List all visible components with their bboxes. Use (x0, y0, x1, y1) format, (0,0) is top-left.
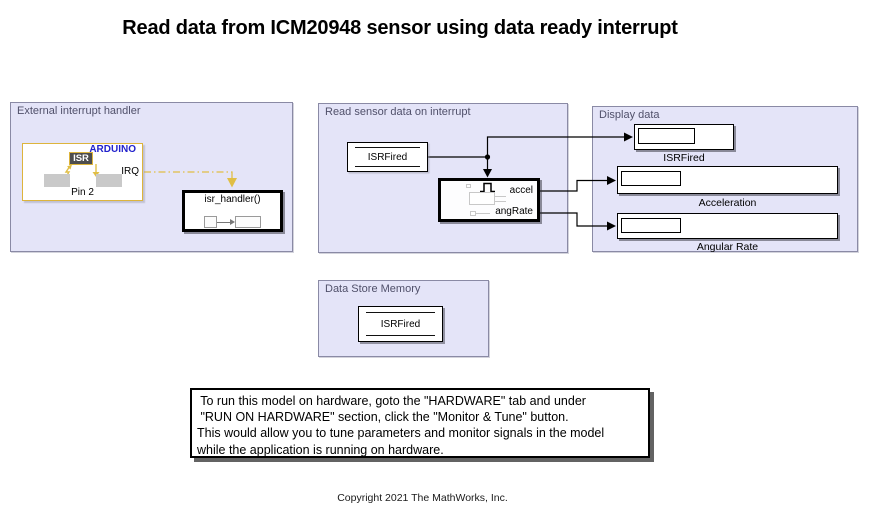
display-value-field (621, 218, 681, 233)
subsystem-icon (217, 221, 232, 223)
subsystem-icon (495, 201, 506, 202)
accel-output-port-label: accel (509, 185, 533, 196)
display-block-angular-rate[interactable] (617, 213, 838, 239)
note-line: This would allow you to tune parameters … (197, 426, 605, 441)
note-line: while the application is running on hard… (197, 442, 444, 457)
data-store-read-block[interactable]: ISRFired (347, 142, 428, 172)
copyright-annotation: Copyright 2021 The MathWorks, Inc. (337, 492, 508, 504)
pin-number-label: Pin 2 (71, 187, 94, 198)
wire-angrate-to-display (540, 212, 607, 227)
data-store-line (355, 166, 420, 167)
arrowhead-function-call (227, 178, 237, 188)
arrowhead (607, 221, 616, 231)
irq-port-label: IRQ (121, 166, 139, 177)
note-line: "RUN ON HARDWARE" section, click the "Mo… (197, 410, 569, 425)
data-store-line (355, 147, 420, 148)
subsystem-icon (470, 211, 476, 216)
subsystem-icon (495, 196, 506, 197)
wire-branch-to-isrfired-display (486, 136, 624, 157)
subsystem-icon (469, 192, 495, 205)
wire-irq-function-call (144, 171, 233, 178)
data-store-read-label: ISRFired (367, 151, 408, 163)
data-store-memory-label: ISRFired (380, 318, 421, 330)
note-line: To run this model on hardware, goto the … (197, 394, 586, 408)
isr-handler-subsystem-block[interactable]: isr_handler() (182, 190, 283, 232)
area-label: Read sensor data on interrupt (325, 106, 471, 118)
arduino-external-interrupt-block[interactable]: ARDUINO ISR Pin 2 IRQ (22, 143, 143, 201)
subsystem-icon (204, 216, 217, 228)
arduino-brand-label: ARDUINO (89, 144, 136, 155)
data-store-line (366, 312, 435, 313)
hardware-instructions-annotation[interactable]: To run this model on hardware, goto the … (190, 388, 650, 458)
display-value-field (621, 171, 681, 186)
area-label: Data Store Memory (325, 283, 421, 295)
area-label: External interrupt handler (17, 105, 141, 117)
isr-handler-label: isr_handler() (204, 194, 261, 205)
trigger-pulse-icon (480, 182, 495, 193)
display-angular-rate-label: Angular Rate (696, 241, 759, 253)
subsystem-icon (230, 218, 235, 225)
display-block-isrfired[interactable] (634, 124, 734, 150)
data-store-line (366, 335, 435, 336)
pin-pad (44, 174, 70, 187)
area-label: Display data (599, 109, 660, 121)
model-title-annotation[interactable]: Read data from ICM20948 sensor using dat… (122, 17, 678, 39)
read-sensor-subsystem-block[interactable]: accel angRate (438, 178, 540, 222)
subsystem-icon (466, 184, 471, 188)
wire-accel-to-display (540, 179, 607, 192)
isr-badge: ISR (69, 152, 93, 165)
display-value-field (638, 128, 695, 144)
display-acceleration-label: Acceleration (698, 197, 757, 209)
angrate-output-port-label: angRate (495, 206, 533, 217)
display-block-acceleration[interactable] (617, 166, 838, 194)
arrowhead (607, 176, 616, 185)
subsystem-icon (476, 213, 490, 214)
data-store-memory-block[interactable]: ISRFired (358, 306, 443, 342)
subsystem-icon (235, 216, 261, 228)
arrowhead (483, 169, 492, 178)
display-isrfired-label: ISRFired (663, 152, 705, 164)
pin-pad (96, 174, 122, 187)
arrowhead (624, 132, 633, 142)
